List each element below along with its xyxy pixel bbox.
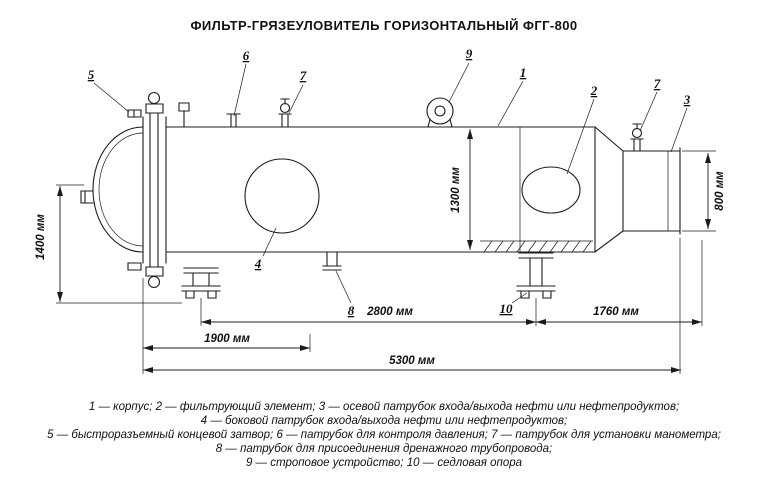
extension-lines: [56, 150, 716, 374]
callout-7-manometer-right: 7: [654, 76, 661, 91]
callout-5-closure: 5: [88, 67, 95, 82]
dim-right-span: 1760 мм: [593, 306, 639, 318]
closure-top-hinge: [147, 91, 161, 105]
sling-device: [426, 97, 454, 128]
closure-bottom-bolting: [127, 262, 164, 277]
callout-10-saddle: 10: [500, 301, 514, 316]
drawing-title: ФИЛЬТР-ГРЯЗЕУЛОВИТЕЛЬ ГОРИЗОНТАЛЬНЫЙ ФГГ…: [190, 18, 577, 33]
side-nozzle: [244, 158, 320, 234]
filter-element: [521, 166, 581, 214]
callout-9-sling: 9: [466, 46, 473, 61]
head-drain-stub: [80, 190, 94, 204]
dim-total-length: 5300 мм: [389, 355, 435, 367]
callout-1-korpus: 1: [520, 65, 527, 80]
sling-lug-outer: [426, 97, 454, 125]
legend-line-5: 9 — строповое устройство; 10 — седловая …: [246, 457, 522, 469]
callout-3-axial: 3: [683, 92, 691, 107]
manometer-nozzle-left: [278, 98, 292, 128]
callout-6-pressure: 6: [243, 48, 250, 63]
closure-top-bolting: [127, 103, 164, 118]
dished-head: [92, 126, 144, 253]
quick-closure-flange: [142, 112, 167, 268]
legend-line-2: 4 — боковой патрубок входа/выхода нефти …: [201, 415, 568, 427]
dim-nozzle-diameter: 800 мм: [714, 171, 726, 211]
manometer-valve-left: [279, 102, 291, 114]
callout-leaders: [93, 62, 688, 304]
legend-line-1: 1 — корпус; 2 — фильтрующий элемент; 3 —…: [89, 401, 679, 413]
callout-8-drain: 8: [348, 303, 355, 318]
callout-7-manometer-left: 7: [300, 68, 307, 83]
vessel-seams: [480, 127, 669, 252]
vessel-shell: [165, 126, 681, 253]
callout-2-filter: 2: [590, 83, 598, 98]
shell-top-bolt: [178, 102, 190, 128]
pressure-test-nozzle: [226, 113, 241, 128]
dim-support-span: 2800 мм: [366, 306, 413, 318]
manometer-nozzle-right: [630, 123, 644, 152]
drain-nozzle: [322, 251, 342, 271]
left-support: [181, 267, 221, 299]
closure-bottom-hinge: [147, 275, 161, 289]
legend-line-4: 8 — патрубок для присоединения дренажног…: [216, 443, 552, 455]
callout-4-side: 4: [254, 256, 262, 271]
legend-line-3: 5 — быстроразъемный концевой затвор; 6 —…: [47, 429, 721, 441]
dim-height: 1400 мм: [35, 214, 47, 260]
wear-plate-hatching: [483, 240, 592, 253]
dished-head-inner: [98, 132, 144, 247]
dim-left-span: 1900 мм: [204, 333, 250, 345]
sling-lug-hole: [434, 105, 446, 117]
manometer-valve-right: [631, 127, 643, 139]
dim-shell-diameter: 1300 мм: [450, 167, 462, 213]
saddle-support: [516, 252, 556, 299]
sling-lug-base: [427, 118, 453, 128]
